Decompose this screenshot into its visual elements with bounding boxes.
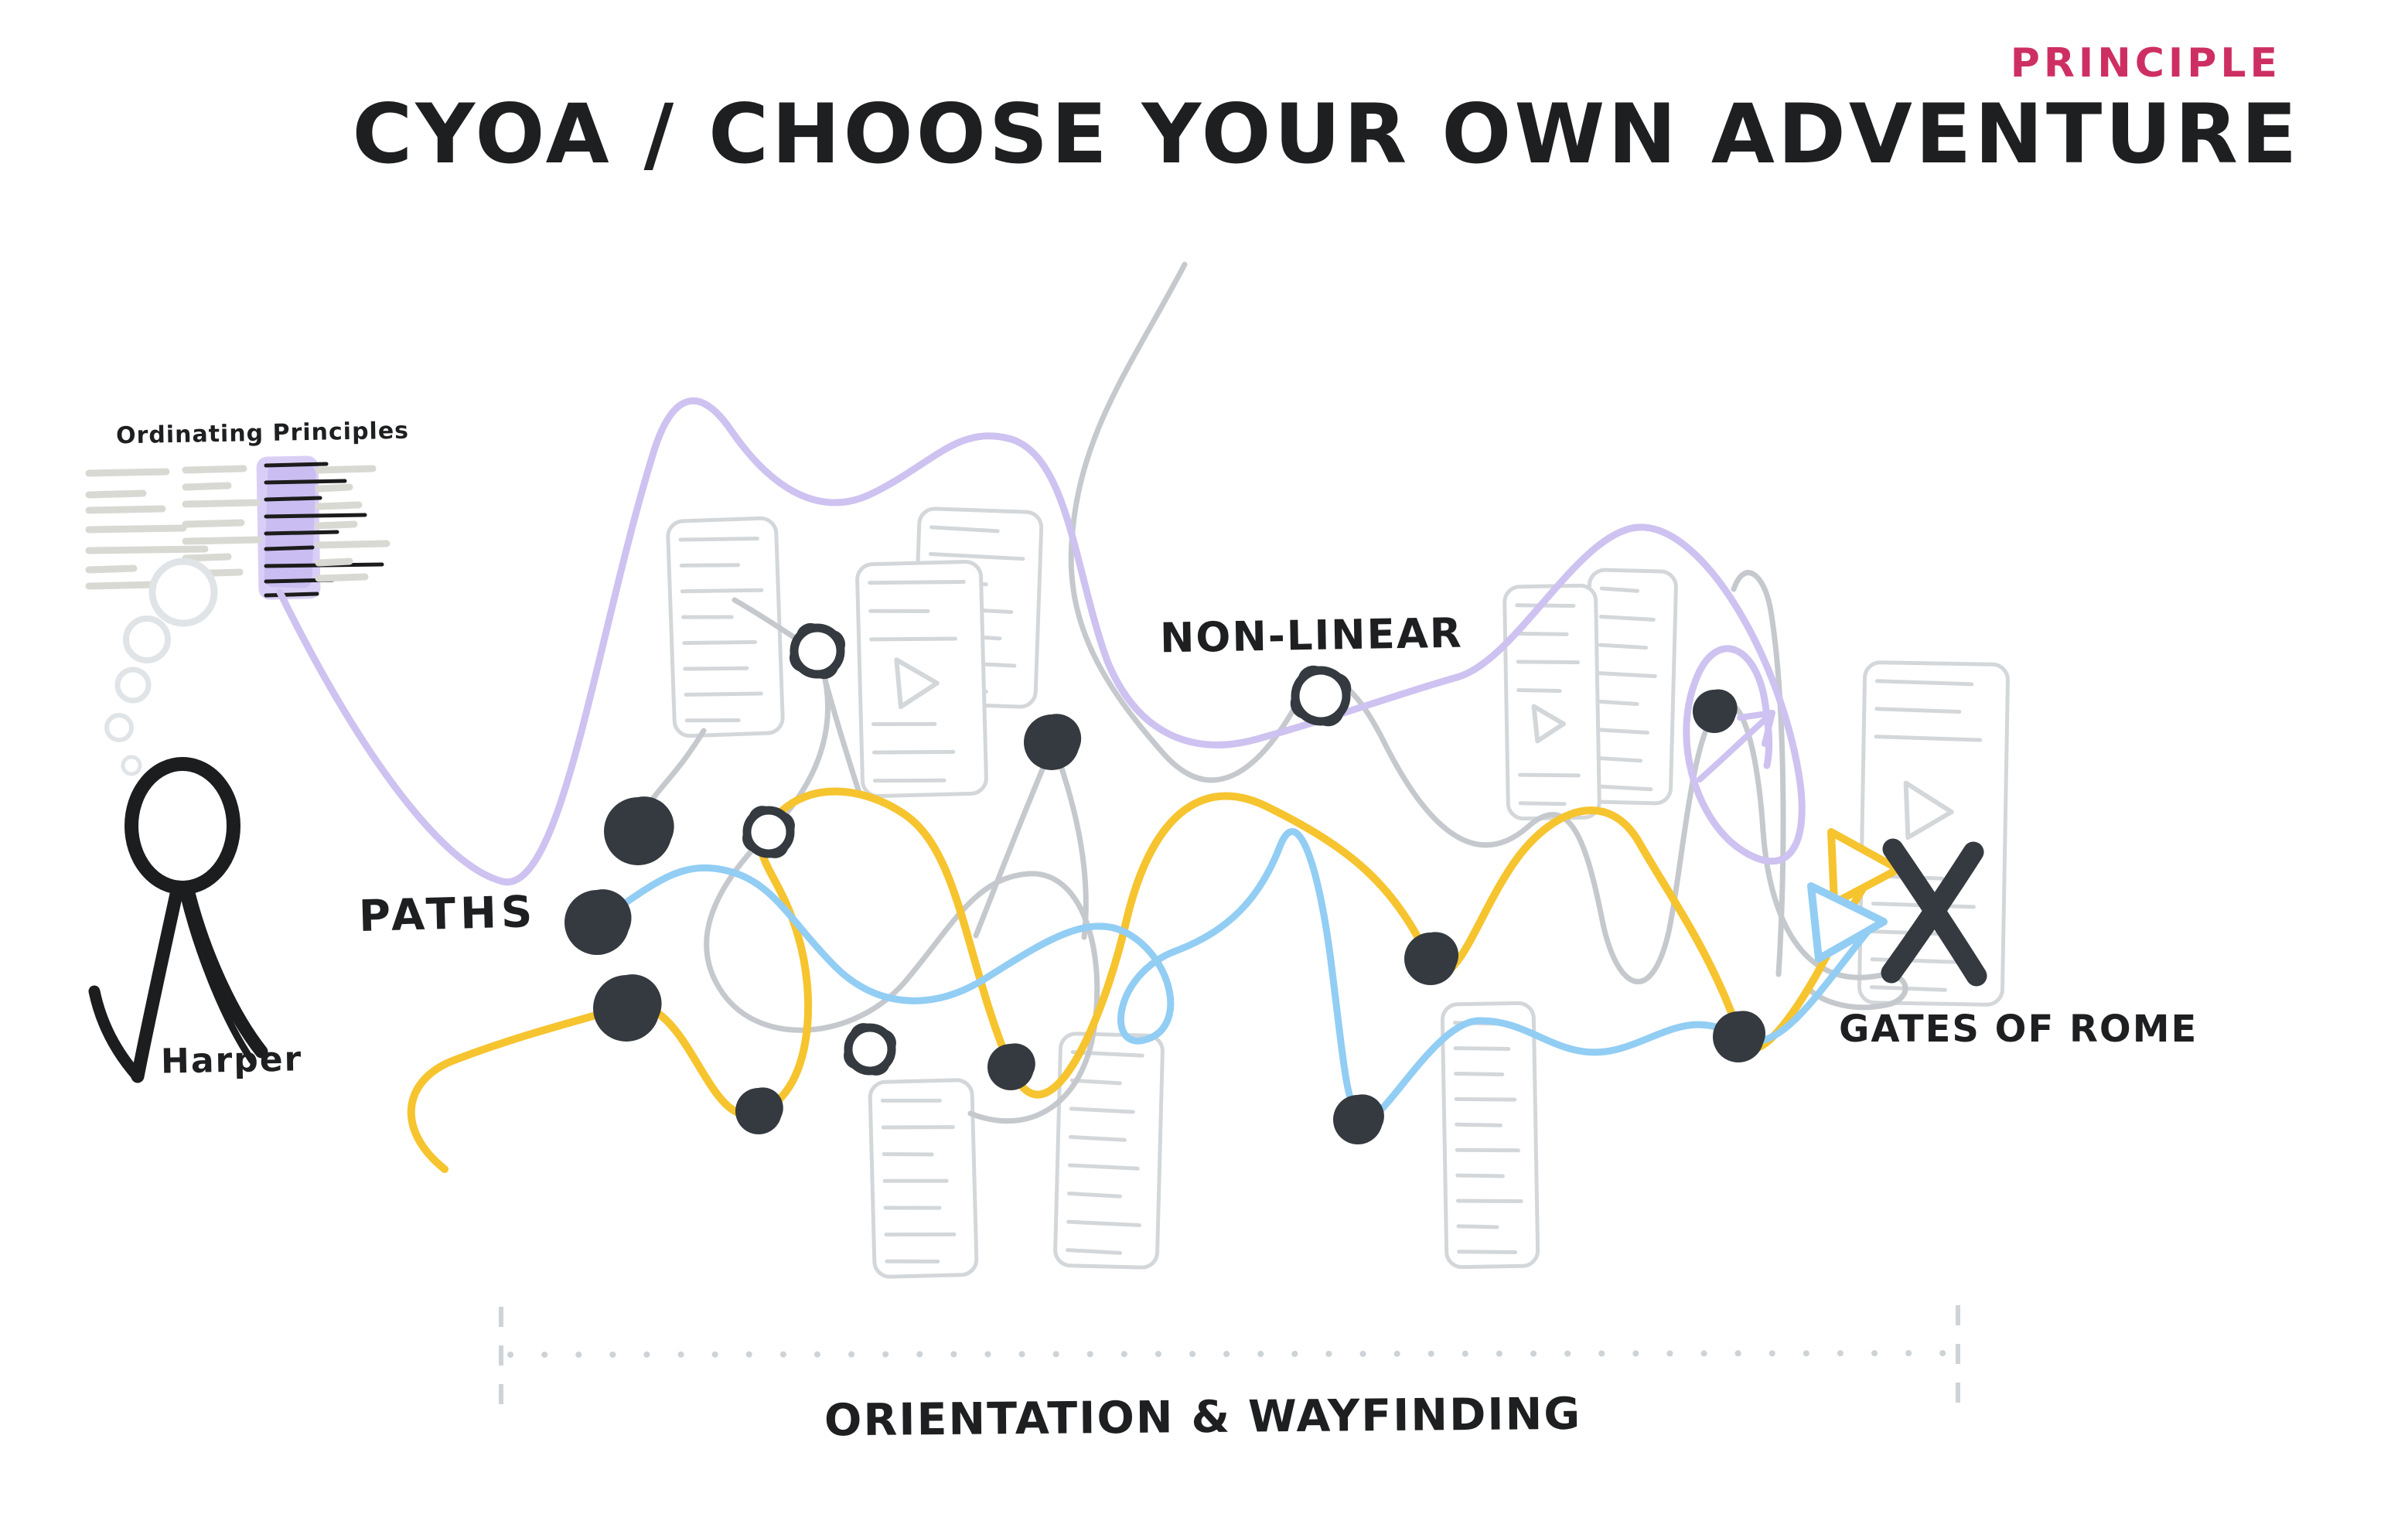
document-sketch [666,516,785,738]
filled-nodes [564,689,1765,1144]
path-node-filled [735,1087,783,1134]
yellow-path [407,787,1884,1173]
open-nodes [742,622,1352,1076]
gray-strand-2 [1050,741,1089,940]
purple-arrow-icon [1697,710,1775,783]
path-node-open [844,1023,896,1076]
yellow-arrowhead-icon [1827,828,1902,907]
gates-of-rome-label: GATES OF ROME [1839,1008,2198,1051]
x-marker-icon [1881,838,1987,987]
stick-figure [88,757,268,1083]
path-arrowheads [1807,828,1902,963]
path-node-open [1290,665,1352,727]
yellow-path-line [407,787,1884,1173]
path-node-filled [1333,1094,1384,1144]
path-node-filled [564,889,632,955]
path-node-open [742,806,795,858]
purple-path [276,397,1806,886]
path-node-filled [1693,689,1738,733]
path-node-filled [987,1043,1035,1090]
path-node-filled [593,974,662,1042]
gray-strand-1 [973,741,1056,939]
document-sketch [855,559,988,799]
blue-path [593,828,1878,1125]
gray-tower-strand [1731,570,1786,977]
purple-path-line [276,397,1806,886]
note-sketch [85,455,391,600]
paths-label: PATHS [358,886,538,943]
play-triangle-icon [1531,704,1567,744]
play-triangle-icon [894,657,940,710]
path-node-filled [1024,714,1082,770]
character-name-label: Harper [160,1039,303,1082]
path-node-filled [1713,1011,1765,1062]
path-node-open [789,622,846,680]
document-sketch [1502,583,1601,821]
path-node-filled [604,796,674,865]
document-sketch [1440,1001,1540,1270]
gray-path-main [1068,261,1908,1011]
principle-badge: PRINCIPLE [2010,40,2281,87]
orientation-wayfinding-label: ORIENTATION & WAYFINDING [824,1388,1582,1447]
blue-path-line [593,828,1878,1125]
note-highlight-2 [264,463,316,588]
document-sketch [1857,660,2010,1007]
thought-bubbles [104,558,218,776]
note-title: Ordinating Principles [115,417,410,450]
document-sketch [1053,1031,1165,1270]
play-triangle-icon [1903,780,1954,841]
page-title: CYOA / CHOOSE YOUR OWN ADVENTURE [352,87,2301,182]
path-node-filled [1404,932,1459,985]
document-sketch [1582,568,1678,806]
blue-arrowhead-icon [1807,882,1888,963]
document-sketches [666,506,2010,1279]
non-linear-label: NON-LINEAR [1159,609,1464,663]
measure-line [499,1305,1960,1406]
document-sketch [868,1078,979,1279]
